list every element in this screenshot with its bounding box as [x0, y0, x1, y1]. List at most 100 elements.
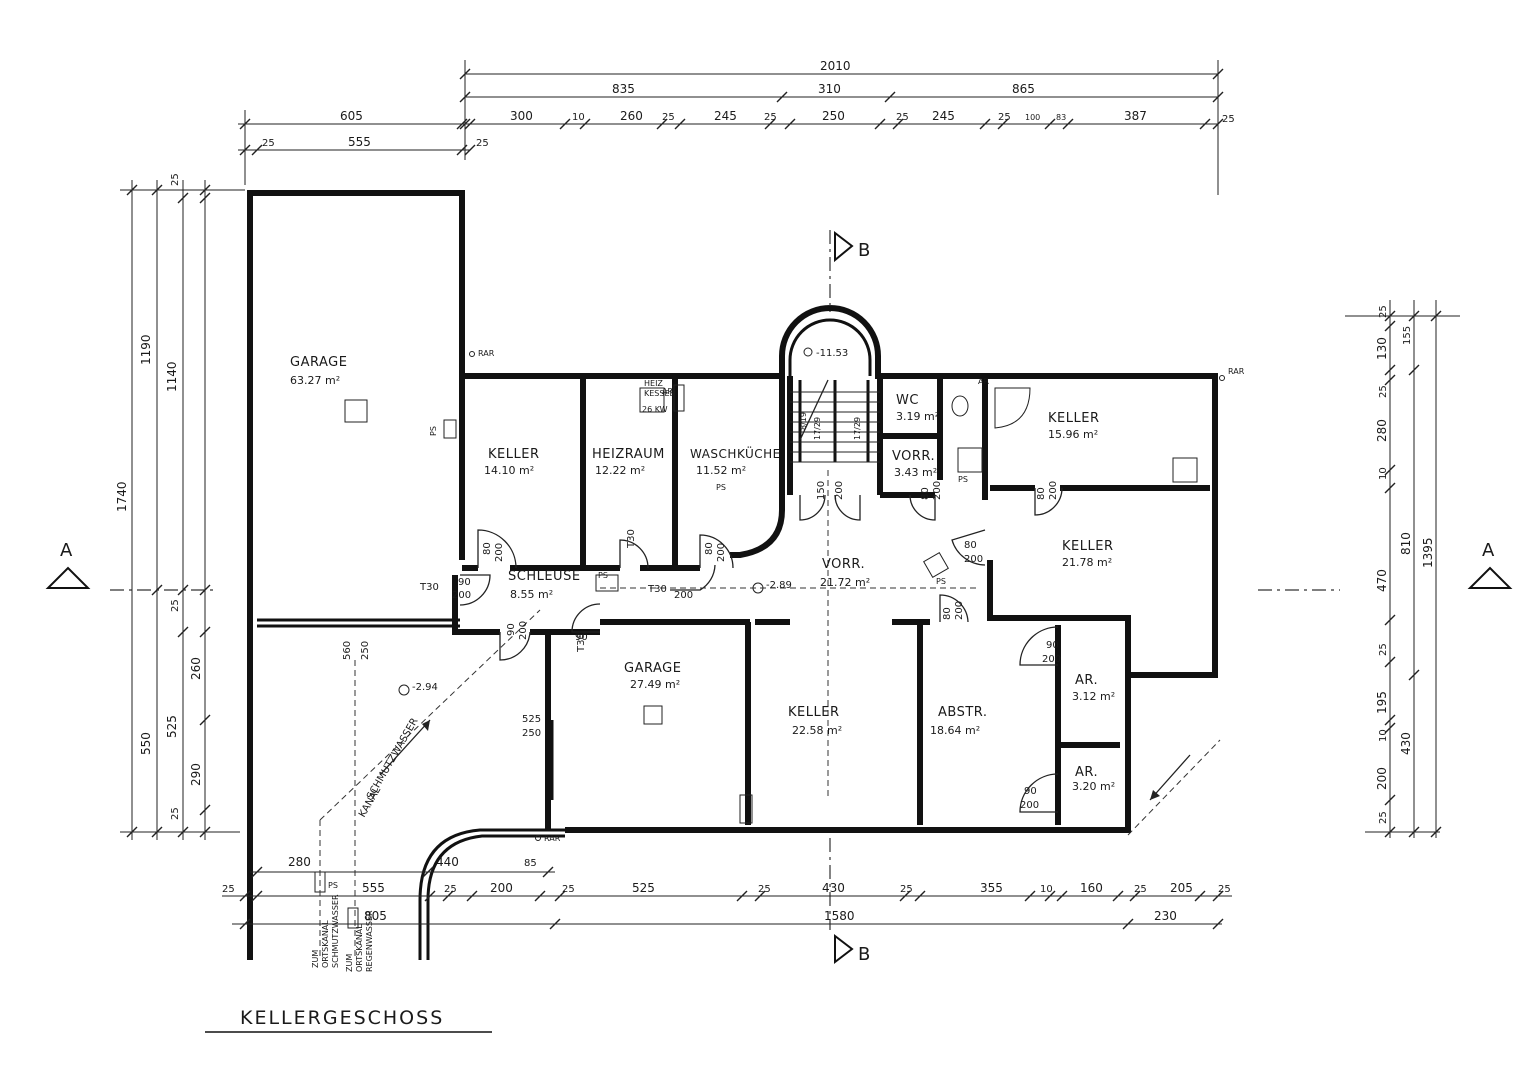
drawing-title: KELLERGESCHOSS [240, 1007, 444, 1029]
rain-arrow [1149, 754, 1191, 801]
door-height: 200 [518, 621, 529, 640]
stair-ratio: 17/29 [813, 417, 822, 440]
room-area: 11.52 m² [696, 464, 746, 477]
dim-tick [1384, 794, 1396, 806]
drainage-label: ORTSKANAL [321, 920, 330, 968]
dim-value: 200 [1375, 767, 1389, 790]
dim-value: 25 [262, 138, 275, 149]
sink [1172, 457, 1198, 483]
door-swing [459, 574, 491, 606]
section-b-bottom: B [858, 944, 870, 965]
dim-tick [199, 714, 211, 726]
canal-arrowhead [422, 720, 430, 731]
t30-label: T30 [419, 582, 439, 593]
dim-value: 2010 [820, 59, 851, 73]
room-name: AR. [1075, 673, 1098, 688]
dim-tick [239, 144, 251, 156]
dim-value: 1190 [139, 334, 153, 365]
dim-tick [199, 192, 211, 204]
room-area: 3.19 m² [896, 410, 939, 423]
door-height: 200 [452, 590, 471, 601]
pump-shaft [739, 794, 753, 824]
dim-tick [126, 826, 138, 838]
dim-tick [914, 890, 926, 902]
ar-mark: AR [978, 377, 989, 386]
dim-value: 25 [1378, 305, 1389, 318]
rar-label: RAR [478, 349, 495, 358]
section-a-right: A [1482, 540, 1495, 561]
room-name: VORR. [892, 449, 935, 464]
dim-tick [1384, 310, 1396, 322]
walls [247, 190, 1218, 960]
dim-value: 805 [364, 909, 387, 923]
room-name: KELLER [1048, 411, 1099, 426]
dim-value: 25 [758, 884, 771, 895]
drainage-label: ZUM [311, 950, 320, 968]
dim-value: 25 [1378, 643, 1389, 656]
door-height: 200 [932, 481, 943, 500]
dim-tick [456, 118, 468, 130]
dim-tick [459, 91, 471, 103]
dim-tick [464, 144, 476, 156]
dim-tick [1194, 890, 1206, 902]
dim-value: 83 [1056, 113, 1066, 122]
door-swing [909, 494, 936, 521]
door-swing [1019, 626, 1059, 666]
rain-line [1127, 739, 1221, 836]
door-height: 200 [1042, 654, 1061, 665]
dim-tick [199, 184, 211, 196]
dim-tick [579, 118, 591, 130]
room-area: 18.64 m² [930, 724, 980, 737]
washer [923, 552, 949, 578]
dimensions-right: 1395 155 810 430 25 130 25 280 10 470 25… [1345, 300, 1460, 838]
dim-tick [199, 584, 211, 596]
door-height: 250 [522, 728, 541, 739]
dimensions-bottom: 25 280 555 440 25 200 85 25 525 25 430 2… [222, 855, 1232, 930]
dim-value: 1740 [115, 481, 129, 512]
canal-line [319, 609, 541, 821]
dim-value: 430 [1399, 732, 1413, 755]
dim-value: 470 [1375, 569, 1389, 592]
dim-tick [892, 118, 904, 130]
tick-group [126, 184, 211, 838]
rar-marker [535, 835, 541, 841]
dim-tick [177, 626, 189, 638]
ps-label: PS [936, 577, 946, 586]
room-name: KELLER [1062, 539, 1113, 554]
dim-value: 25 [1378, 385, 1389, 398]
dim-tick [456, 144, 468, 156]
dim-value: 25 [900, 884, 913, 895]
room-name: WASCHKÜCHE [690, 445, 781, 461]
room-name: VORR. [822, 557, 865, 572]
dim-tick [424, 890, 436, 902]
door-height: 200 [964, 554, 983, 565]
room-name: GARAGE [624, 661, 681, 676]
dim-value: 25 [1378, 811, 1389, 824]
section-a-arrow [1467, 566, 1513, 589]
dim-value: 300 [510, 109, 533, 123]
marks: RAR RAR RAR PS PS PS PS PS PS HEIZ KESSE… [311, 349, 1245, 972]
dim-value: 260 [189, 657, 203, 680]
dim-tick [239, 918, 251, 930]
dim-tick [534, 890, 546, 902]
dim-value: 605 [340, 109, 363, 123]
t30-label: T30 [576, 633, 587, 653]
room-labels: GARAGE 63.27 m² KELLER 14.10 m² HEIZRAUM… [290, 355, 1115, 793]
room-area: 3.12 m² [1072, 690, 1115, 703]
dim-tick [1384, 320, 1396, 332]
dim-tick [674, 118, 686, 130]
dim-tick [1212, 68, 1224, 80]
room-area: 21.78 m² [1062, 556, 1112, 569]
keller-e-west-wall [987, 560, 1131, 675]
dim-value: 25 [764, 112, 777, 123]
room-name: GARAGE [290, 355, 347, 370]
ps-label: PS [429, 426, 438, 436]
room-area: 27.49 m² [630, 678, 680, 691]
title-block: KELLERGESCHOSS [205, 1007, 492, 1033]
section-b-top: B [858, 240, 870, 261]
dim-value: 430 [822, 881, 845, 895]
dim-value: 25 [170, 807, 181, 820]
level-label: -2.94 [412, 682, 438, 693]
dim-tick [1384, 714, 1396, 726]
room-area: 12.22 m² [595, 464, 645, 477]
